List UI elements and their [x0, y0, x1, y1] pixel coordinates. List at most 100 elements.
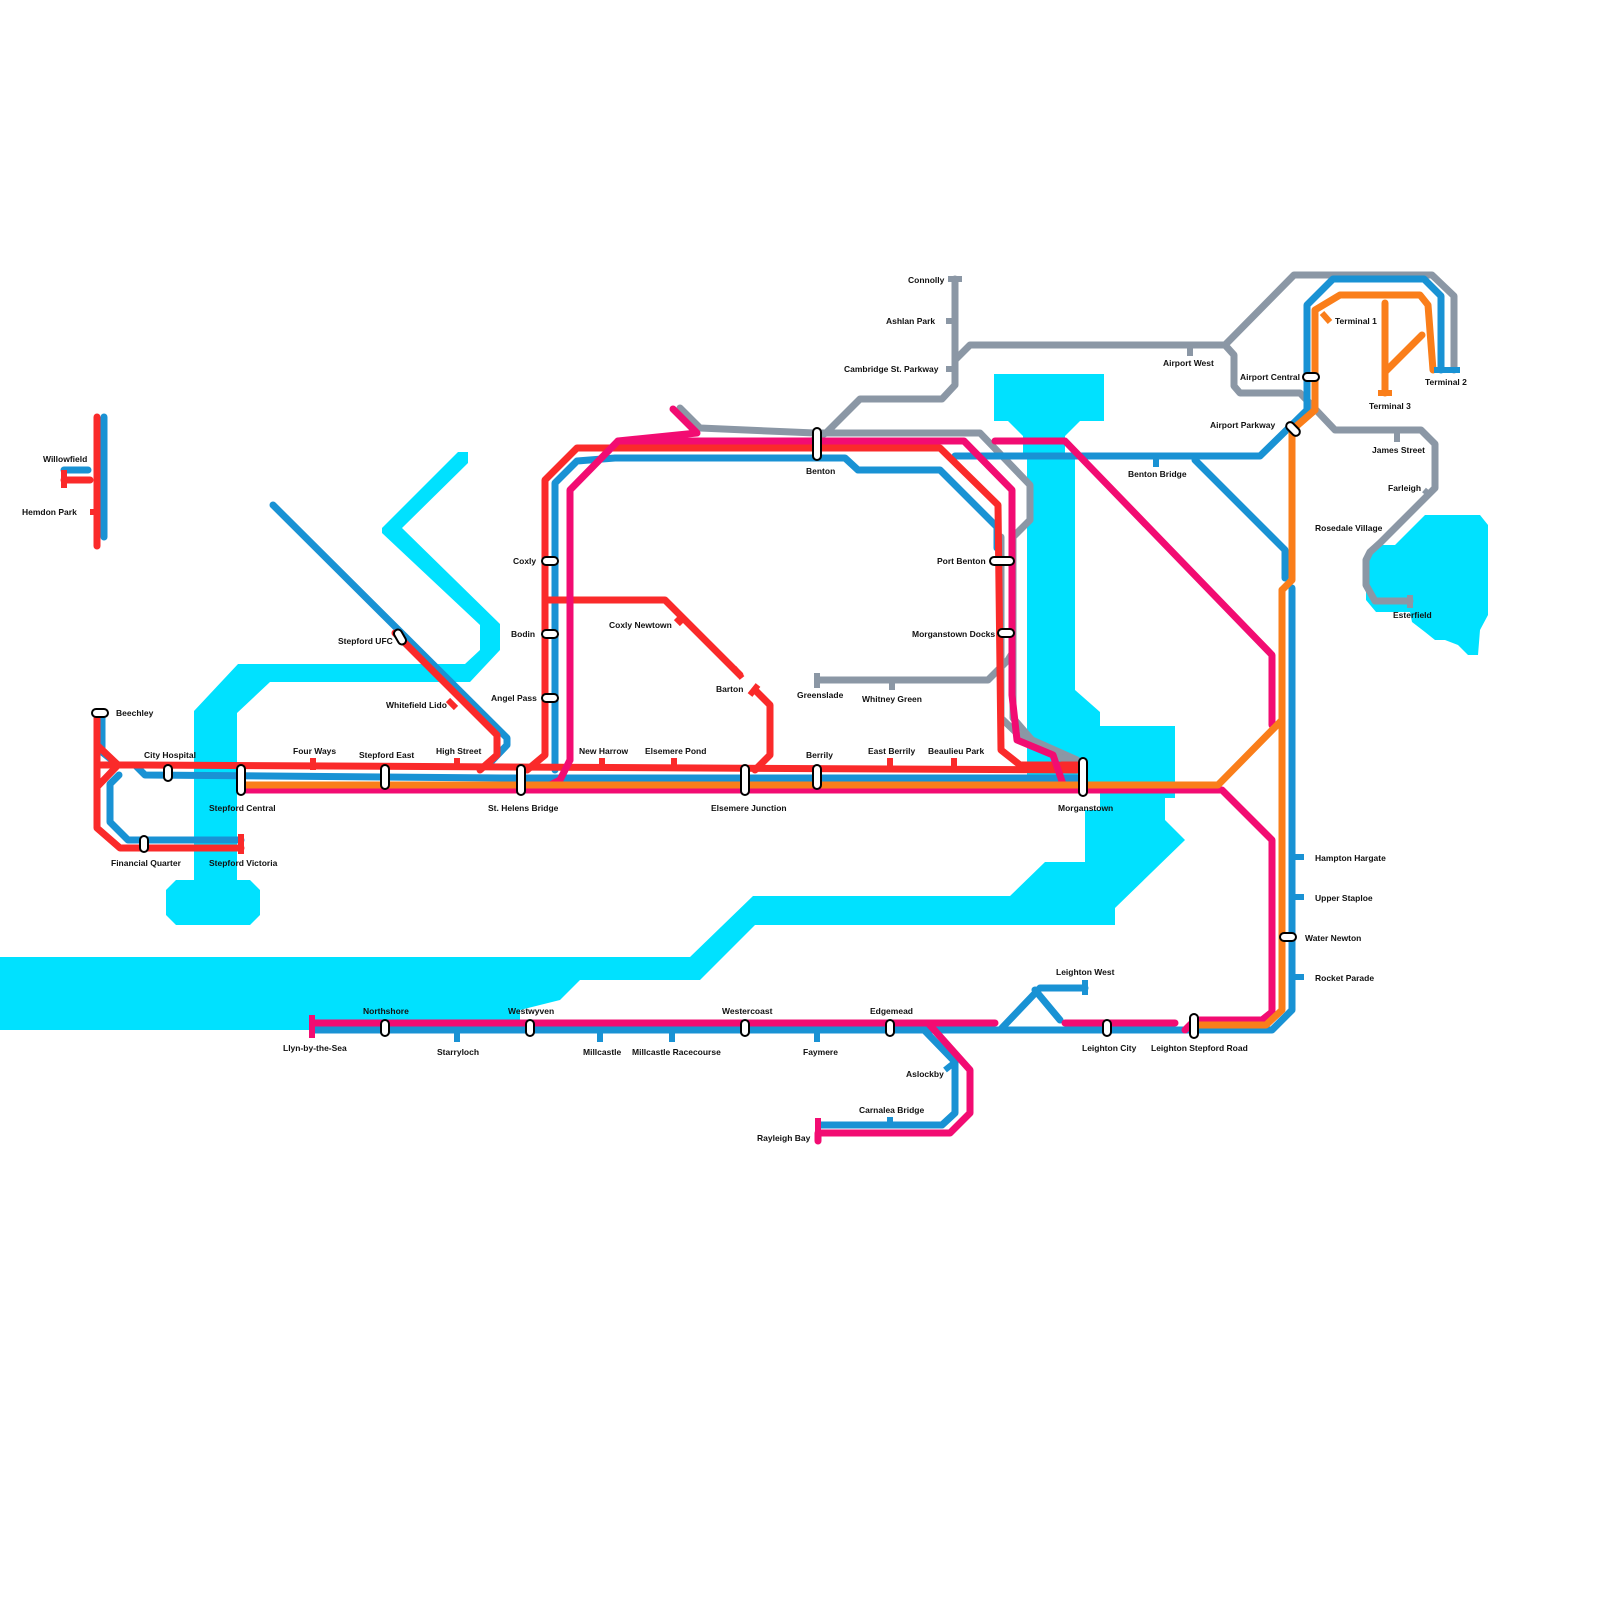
label-beaulieu-park: Beaulieu Park [928, 746, 984, 756]
river-delta-water [1027, 455, 1175, 798]
label-leighton-west: Leighton West [1056, 967, 1115, 977]
label-stepford-east: Stepford East [359, 750, 414, 760]
lake-water [1366, 515, 1488, 655]
label-airport-central: Airport Central [1240, 372, 1300, 382]
label-financial-quarter: Financial Quarter [111, 858, 182, 868]
label-water-newton: Water Newton [1305, 933, 1361, 943]
bay-water [0, 790, 1185, 1030]
label-terminal-2: Terminal 2 [1425, 377, 1467, 387]
label-new-harrow: New Harrow [579, 746, 629, 756]
interchange-water-newton [1279, 932, 1297, 942]
interchange-elsemere-junction [740, 764, 750, 796]
label-leighton-stepford-road: Leighton Stepford Road [1151, 1043, 1248, 1053]
label-coxly: Coxly [513, 556, 536, 566]
label-rocket-parade: Rocket Parade [1315, 973, 1374, 983]
interchange-northshore [380, 1019, 390, 1037]
label-connolly: Connolly [908, 275, 945, 285]
label-whitney-green: Whitney Green [862, 694, 922, 704]
interchange-st-helens-bridge [516, 764, 526, 796]
interchange-airport-central [1302, 372, 1320, 382]
label-port-benton: Port Benton [937, 556, 986, 566]
label-upper-staploe: Upper Staploe [1315, 893, 1373, 903]
label-leighton-city: Leighton City [1082, 1043, 1137, 1053]
label-stepford-central: Stepford Central [209, 803, 276, 813]
label-millcastle: Millcastle [583, 1047, 622, 1057]
canal-water [194, 452, 500, 782]
interchange-morganstown [1078, 757, 1088, 797]
label-angel-pass: Angel Pass [491, 693, 537, 703]
label-cambridge-st-parkway: Cambridge St. Parkway [844, 364, 939, 374]
interchange-benton [812, 427, 822, 461]
label-airport-parkway: Airport Parkway [1210, 420, 1275, 430]
label-ashlan-park: Ashlan Park [886, 316, 935, 326]
interchange-morganstown-docks [997, 628, 1015, 638]
interchange-airport-parkway [1285, 421, 1301, 437]
water-bodies [0, 374, 1488, 1030]
label-millcastle-racecourse: Millcastle Racecourse [632, 1047, 721, 1057]
label-rayleigh-bay: Rayleigh Bay [757, 1133, 811, 1143]
red-line [60, 413, 1081, 852]
label-beechley: Beechley [116, 708, 154, 718]
interchange-edgemead [885, 1019, 895, 1037]
interchange-beechley [91, 708, 109, 718]
label-city-hospital: City Hospital [144, 750, 196, 760]
label-carnalea-bridge: Carnalea Bridge [859, 1105, 924, 1115]
label-hemdon-park: Hemdon Park [22, 507, 77, 517]
label-starryloch: Starryloch [437, 1047, 479, 1057]
label-four-ways: Four Ways [293, 746, 336, 756]
label-berrily: Berrily [806, 750, 833, 760]
label-elsemere-junction: Elsemere Junction [711, 803, 787, 813]
interchange-bodin [541, 629, 559, 639]
interchange-port-benton [989, 556, 1015, 566]
label-airport-west: Airport West [1163, 358, 1214, 368]
label-westwyven: Westwyven [508, 1006, 554, 1016]
station-labels: Willowfield Hemdon Park Beechley City Ho… [22, 275, 1467, 1143]
reservoir-water [994, 374, 1104, 453]
label-james-street: James Street [1372, 445, 1425, 455]
label-aslockby: Aslockby [906, 1069, 944, 1079]
label-hampton-hargate: Hampton Hargate [1315, 853, 1386, 863]
label-willowfield: Willowfield [43, 454, 87, 464]
label-faymere: Faymere [803, 1047, 838, 1057]
label-benton: Benton [806, 466, 835, 476]
label-westercoast: Westercoast [722, 1006, 773, 1016]
label-coxly-newtown: Coxly Newtown [609, 620, 672, 630]
interchange-berrily [812, 764, 822, 790]
interchange-westwyven [525, 1019, 535, 1037]
lagoon-water [166, 782, 260, 925]
label-st-helens-bridge: St. Helens Bridge [488, 803, 559, 813]
label-edgemead: Edgemead [870, 1006, 913, 1016]
label-terminal-1: Terminal 1 [1335, 316, 1377, 326]
label-whitefield-lido: Whitefield Lido [386, 700, 447, 710]
station-ticks [61, 276, 1460, 1142]
interchange-angel-pass [541, 693, 559, 703]
label-stepford-victoria: Stepford Victoria [209, 858, 278, 868]
label-stepford-ufc: Stepford UFC [338, 636, 393, 646]
label-llyn-by-the-sea: Llyn-by-the-Sea [283, 1043, 347, 1053]
label-morganstown-docks: Morganstown Docks [912, 629, 995, 639]
label-barton: Barton [716, 684, 743, 694]
label-elsemere-pond: Elsemere Pond [645, 746, 706, 756]
label-rosedale-village: Rosedale Village [1315, 523, 1383, 533]
label-esterfield: Esterfield [1393, 610, 1432, 620]
label-greenslade: Greenslade [797, 690, 844, 700]
interchange-leighton-stepford-road [1189, 1013, 1199, 1039]
interchange-city-hospital [163, 764, 173, 782]
label-bodin: Bodin [511, 629, 535, 639]
interchange-financial-quarter [139, 835, 149, 853]
interchange-stepford-central [236, 764, 246, 796]
label-benton-bridge: Benton Bridge [1128, 469, 1187, 479]
interchange-stepford-east [380, 764, 390, 790]
label-morganstown: Morganstown [1058, 803, 1113, 813]
label-farleigh: Farleigh [1388, 483, 1421, 493]
label-terminal-3: Terminal 3 [1369, 401, 1411, 411]
label-high-street: High Street [436, 746, 482, 756]
interchanges [91, 372, 1320, 1039]
label-northshore: Northshore [363, 1006, 409, 1016]
interchange-stepford-ufc [393, 628, 407, 646]
interchange-coxly [541, 556, 559, 566]
label-east-berrily: East Berrily [868, 746, 916, 756]
interchange-leighton-city [1102, 1019, 1112, 1037]
interchange-westercoast [740, 1019, 750, 1037]
